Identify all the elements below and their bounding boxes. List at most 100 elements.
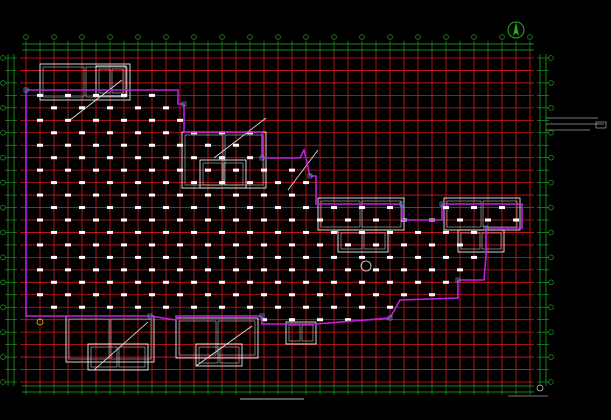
column-mark [93, 168, 99, 172]
core-blocks [39, 63, 521, 371]
column-mark [471, 206, 477, 210]
column-mark [79, 230, 85, 234]
column-mark [205, 268, 211, 272]
column-mark [149, 268, 155, 272]
column-mark [387, 230, 393, 234]
core-block [39, 63, 131, 101]
column-mark [135, 156, 141, 160]
column-mark [219, 280, 225, 284]
column-mark [121, 93, 127, 97]
column-mark [191, 156, 197, 160]
column-mark [457, 243, 463, 247]
axis-bubble [0, 179, 6, 186]
column-mark [93, 218, 99, 222]
column-mark [37, 293, 43, 297]
column-mark [177, 218, 183, 222]
column-mark [317, 293, 323, 297]
core-block-inner [363, 232, 386, 250]
axis-bubble [548, 279, 554, 286]
axis-bubbles [0, 34, 554, 385]
column-mark [387, 206, 393, 210]
axis-bubble [548, 254, 554, 261]
column-mark [443, 255, 449, 259]
column-mark [331, 280, 337, 284]
dimension-lines [5, 41, 549, 395]
column-mark [121, 118, 127, 122]
column-mark [373, 268, 379, 272]
column-mark [163, 131, 169, 135]
column-mark [345, 243, 351, 247]
column-mark [247, 156, 253, 160]
north-arrow-icon[interactable] [507, 21, 525, 39]
core-block-inner [68, 318, 110, 360]
axis-bubble [0, 254, 6, 261]
column-mark [177, 243, 183, 247]
column-mark [471, 230, 477, 234]
core-block-inner [361, 200, 402, 228]
column-cell [399, 201, 405, 207]
axis-bubble [471, 34, 477, 40]
column-mark [107, 280, 113, 284]
column-mark [247, 206, 253, 210]
axis-bubble [548, 354, 554, 360]
column-mark [79, 181, 85, 185]
axis-bubble [548, 379, 554, 385]
column-mark [387, 280, 393, 284]
column-mark [121, 218, 127, 222]
column-mark [261, 268, 267, 272]
column-mark [163, 206, 169, 210]
column-mark [205, 143, 211, 147]
column-mark [289, 168, 295, 172]
section-marker [360, 260, 372, 272]
column-mark [303, 230, 309, 234]
ramp-line [287, 149, 319, 191]
column-mark [65, 143, 71, 147]
column-mark [247, 305, 253, 309]
column-mark [345, 318, 351, 322]
axis-bubble [0, 154, 6, 161]
axis-bubble [0, 229, 6, 236]
column-mark [121, 268, 127, 272]
column-mark [163, 106, 169, 110]
axis-bubble [548, 80, 554, 86]
column-mark [163, 305, 169, 309]
column-mark [177, 168, 183, 172]
column-mark [233, 218, 239, 222]
column-mark [373, 218, 379, 222]
column-mark [415, 255, 421, 259]
column-cell [439, 201, 445, 207]
column-mark [289, 218, 295, 222]
axis-bubble [0, 379, 6, 385]
column-mark [51, 230, 57, 234]
column-mark [135, 230, 141, 234]
column-mark [345, 293, 351, 297]
column-mark [261, 218, 267, 222]
column-mark [51, 131, 57, 135]
column-mark [205, 218, 211, 222]
column-cell [455, 277, 461, 283]
column-mark [247, 181, 253, 185]
column-mark [289, 318, 295, 322]
column-mark [275, 181, 281, 185]
axis-bubble [0, 130, 6, 136]
column-mark [219, 181, 225, 185]
column-mark [51, 280, 57, 284]
axis-bubble [548, 229, 554, 236]
column-mark [135, 181, 141, 185]
column-mark [401, 243, 407, 247]
column-mark [149, 193, 155, 197]
axis-bubble [527, 34, 533, 40]
core-block-inner [90, 346, 118, 368]
core-block-inner [219, 346, 240, 364]
column-mark [65, 293, 71, 297]
column-mark [51, 106, 57, 110]
axis-bubble [443, 34, 449, 40]
axis-bubble [548, 304, 554, 310]
column-mark [345, 218, 351, 222]
axis-bubble [303, 34, 309, 40]
column-mark [93, 143, 99, 147]
axis-bubble [0, 55, 6, 61]
column-mark [121, 193, 127, 197]
